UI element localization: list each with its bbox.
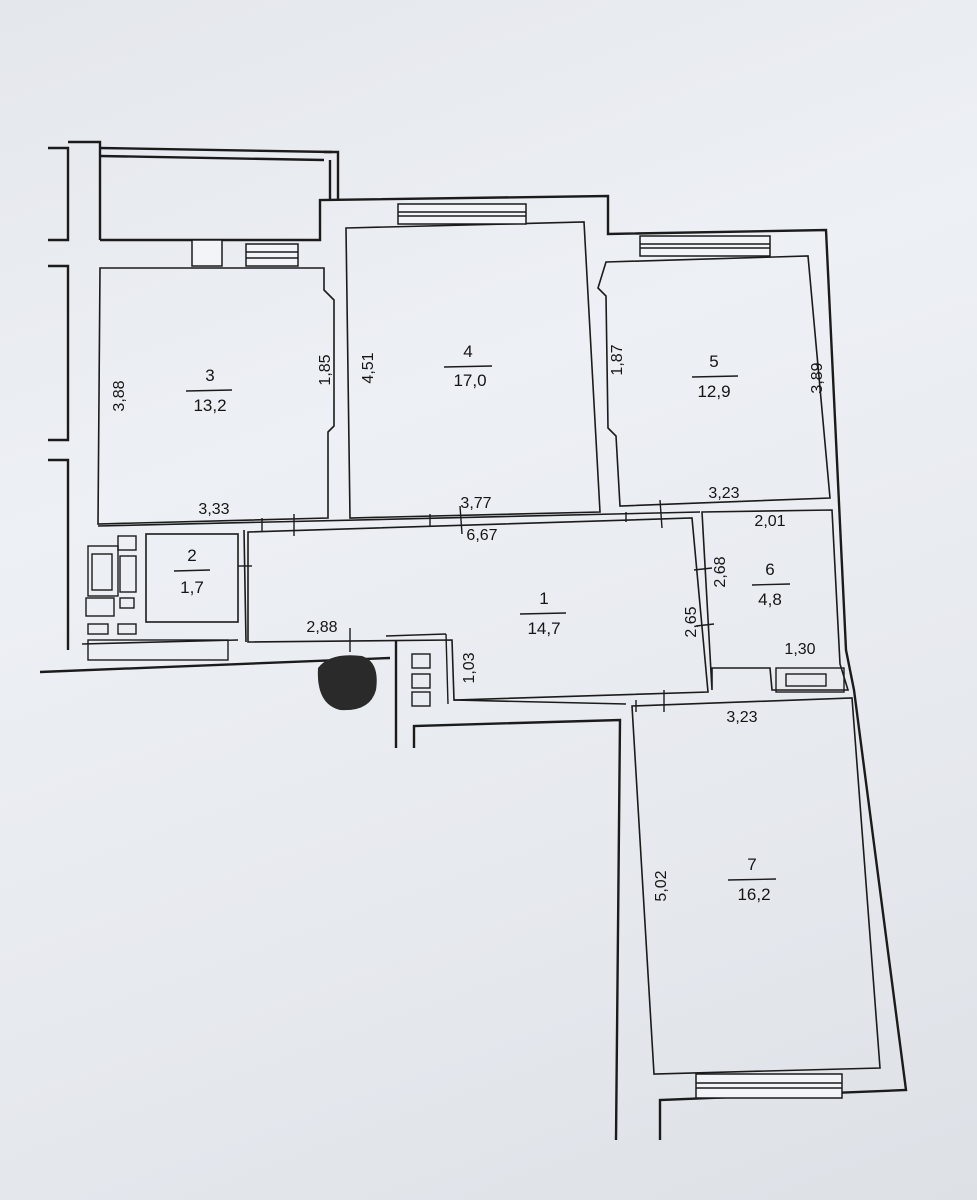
room-6-area: 4,8 <box>758 590 782 609</box>
redaction-mark <box>317 655 377 711</box>
dim-r3-height: 3,88 <box>111 380 128 411</box>
dim-r7-width: 3,23 <box>726 709 757 726</box>
room-6-number: 6 <box>765 560 774 579</box>
room-3-area: 13,2 <box>193 396 226 415</box>
dim-corridor-right: 2,65 <box>683 606 700 637</box>
room-7-number: 7 <box>747 855 756 874</box>
dim-r6-height: 2,68 <box>712 556 729 587</box>
room-1-area: 14,7 <box>527 619 560 638</box>
dim-corridor-step: 1,03 <box>461 652 478 683</box>
dim-r4-left: 4,51 <box>360 352 377 383</box>
room-4-outline <box>345 221 601 519</box>
room-4-number: 4 <box>463 342 472 361</box>
window-room-3 <box>245 243 299 267</box>
room-4-area: 17,0 <box>453 371 486 390</box>
dim-r4-width: 3,77 <box>460 495 491 512</box>
dim-r7-height: 5,02 <box>653 870 670 901</box>
room-7-outline <box>631 697 881 1075</box>
sink-fixture <box>775 667 845 693</box>
room-5-outline <box>597 255 831 507</box>
room-labels: 3 13,2 4 17,0 5 12,9 2 1,7 1 14,7 6 4,8 … <box>173 342 791 904</box>
room-6-outline <box>701 509 850 691</box>
dim-r3-width: 3,33 <box>198 501 229 518</box>
room-2-area: 1,7 <box>180 578 204 597</box>
room-3-outline <box>97 267 335 525</box>
room-1-outline <box>247 517 709 701</box>
dim-r5-height: 3,89 <box>809 362 826 393</box>
dim-corridor-width: 6,67 <box>466 527 497 544</box>
room-1-number: 1 <box>539 589 548 608</box>
window-room-4 <box>397 203 527 225</box>
room-7-area: 16,2 <box>737 885 770 904</box>
windows <box>191 203 843 1099</box>
room-2-outline <box>145 533 239 623</box>
room-2-number: 2 <box>187 546 196 565</box>
dim-r3-right: 1,85 <box>317 354 334 385</box>
dim-r5-left: 1,87 <box>609 344 626 375</box>
dim-r6-width: 2,01 <box>754 513 785 530</box>
room-3-number: 3 <box>205 366 214 385</box>
window-balcony <box>191 239 223 267</box>
window-room-7 <box>695 1073 843 1099</box>
fixtures <box>85 535 845 707</box>
room-5-number: 5 <box>709 352 718 371</box>
bath-fixture <box>87 545 119 597</box>
room-5-area: 12,9 <box>697 382 730 401</box>
room-outlines <box>81 221 881 1075</box>
door-marks <box>238 499 715 712</box>
dim-r6-bottom: 1,30 <box>784 641 815 658</box>
dim-r5-width: 3,23 <box>708 485 739 502</box>
dimension-labels: 3,88 1,85 3,33 4,51 3,77 6,67 1,87 3,89 … <box>111 344 826 901</box>
window-room-5 <box>639 235 771 257</box>
dim-corridor-bottom: 2,88 <box>306 619 337 636</box>
